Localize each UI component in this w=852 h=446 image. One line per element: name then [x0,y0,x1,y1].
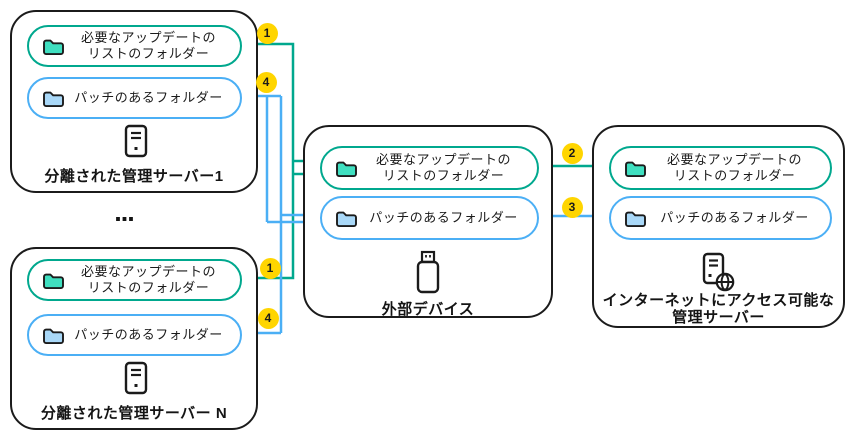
internet-server-label: インターネットにアクセス可能な 管理サーバー [602,292,835,326]
isolated-server-1-label: 分離された管理サーバー1 [44,168,224,185]
usb-device-icon [416,250,440,294]
patches-folder-label: パッチのあるフォルダー [660,210,809,225]
step-1-badge: 1 [256,22,278,44]
internet-server-box: 必要なアップデートの リストのフォルダー パッチのあるフォルダー インターネット… [592,125,845,328]
updates-folder-label: 必要なアップデートの リストのフォルダー [80,264,216,295]
isolated-server-n-box: 必要なアップデートの リストのフォルダー パッチのあるフォルダー 分離された管理… [10,247,258,430]
patches-folder-pill: パッチのあるフォルダー [27,77,242,119]
patches-folder-icon [43,91,64,107]
step-4-badge: 4 [257,307,279,329]
updates-folder-icon [43,39,64,55]
updates-folder-icon [336,161,357,177]
patches-folder-label: パッチのあるフォルダー [369,210,518,225]
updates-folder-pill: 必要なアップデートの リストのフォルダー [609,146,832,190]
external-device-box: 必要なアップデートの リストのフォルダー パッチのあるフォルダー 外部デバイス [303,125,553,318]
internet-server-icon [702,252,735,292]
updates-folder-label: 必要なアップデートの リストのフォルダー [666,152,802,183]
external-device-label: 外部デバイス [381,301,475,318]
updates-folder-label: 必要なアップデートの リストのフォルダー [80,30,216,61]
updates-folder-pill: 必要なアップデートの リストのフォルダー [27,259,242,301]
step-4-badge: 4 [255,71,277,93]
patches-folder-icon [336,211,357,227]
patches-folder-icon [625,211,646,227]
step-1-badge: 1 [259,257,281,279]
patches-folder-label: パッチのあるフォルダー [74,327,223,342]
step-2-badge: 2 [561,142,583,164]
step-3-badge: 3 [561,196,583,218]
server-icon [124,361,148,395]
patches-folder-pill: パッチのあるフォルダー [609,196,832,240]
updates-folder-pill: 必要なアップデートの リストのフォルダー [320,146,539,190]
server-icon [124,124,148,158]
more-servers-ellipsis: ... [114,197,135,227]
updates-folder-label: 必要なアップデートの リストのフォルダー [375,152,511,183]
patches-folder-label: パッチのあるフォルダー [74,90,223,105]
patches-folder-pill: パッチのあるフォルダー [27,314,242,356]
isolated-server-1-box: 必要なアップデートの リストのフォルダー パッチのあるフォルダー 分離された管理… [10,10,258,193]
updates-folder-icon [625,161,646,177]
isolated-server-n-label: 分離された管理サーバー N [40,405,228,422]
patches-folder-icon [43,328,64,344]
patches-folder-pill: パッチのあるフォルダー [320,196,539,240]
updates-folder-icon [43,273,64,289]
updates-folder-pill: 必要なアップデートの リストのフォルダー [27,25,242,67]
